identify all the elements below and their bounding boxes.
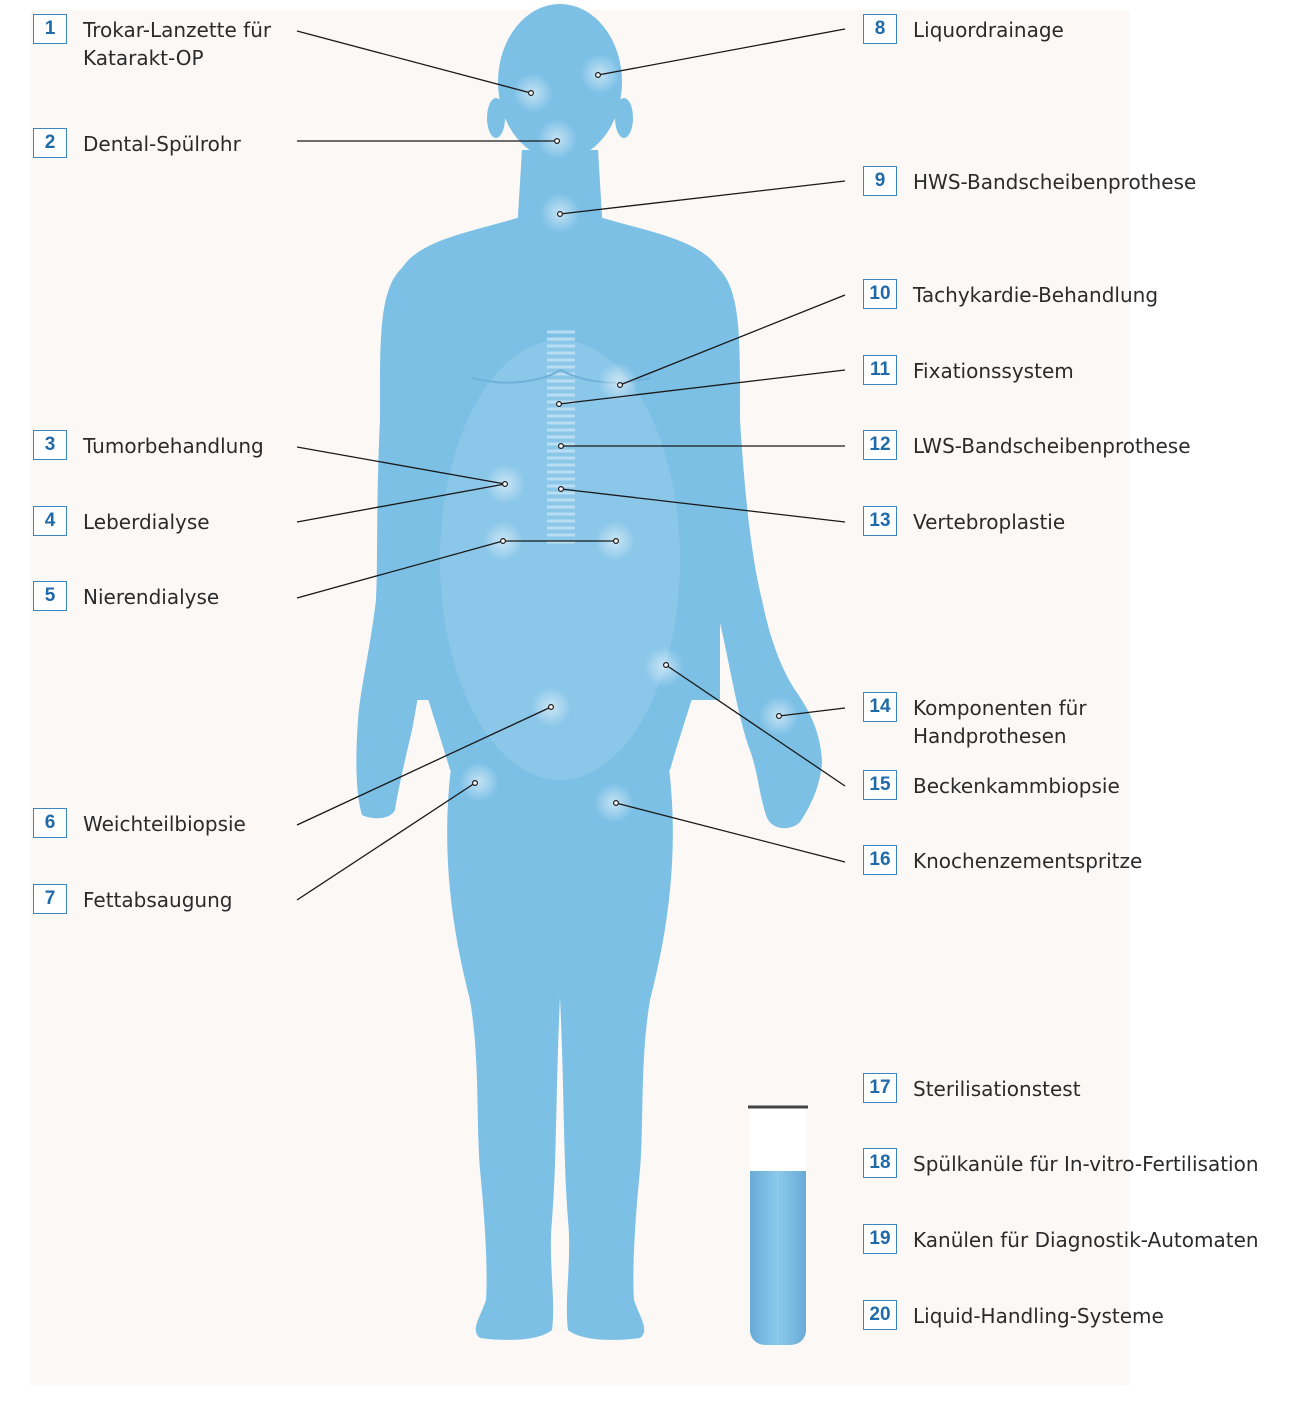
marker-dot [664, 663, 669, 668]
callout-4: 4 Leberdialyse [33, 506, 210, 536]
callout-label: Knochenzementspritze [913, 847, 1142, 875]
callout-label: Weichteilbiopsie [83, 810, 246, 838]
callout-20: 20 Liquid-Handling-Systeme [863, 1300, 1164, 1330]
callout-16: 16 Knochenzementspritze [863, 845, 1142, 875]
callout-number: 9 [863, 166, 897, 196]
leader-line [560, 181, 845, 214]
callout-number: 2 [33, 128, 67, 158]
marker-dot [614, 801, 619, 806]
callout-label: Fettabsaugung [83, 886, 232, 914]
marker-dot [559, 444, 564, 449]
callout-1: 1 Trokar-Lanzette für Katarakt-OP [33, 14, 271, 72]
callout-label: Trokar-Lanzette für Katarakt-OP [83, 16, 271, 72]
callout-number: 17 [863, 1073, 897, 1103]
callout-number: 8 [863, 14, 897, 44]
callout-number: 1 [33, 14, 67, 44]
leader-line [598, 29, 845, 75]
callout-10: 10 Tachykardie-Behandlung [863, 279, 1158, 309]
callout-11: 11 Fixationssystem [863, 355, 1074, 385]
callout-12: 12 LWS-Bandscheibenprothese [863, 430, 1191, 460]
callout-number: 16 [863, 845, 897, 875]
callout-label: Beckenkammbiopsie [913, 772, 1120, 800]
callout-label: LWS-Bandscheibenprothese [913, 432, 1191, 460]
callout-label: Tumorbehandlung [83, 432, 264, 460]
callout-14: 14 Komponenten für Handprothesen [863, 692, 1087, 750]
callout-7: 7 Fettabsaugung [33, 884, 232, 914]
callout-number: 18 [863, 1148, 897, 1178]
marker-dot [558, 212, 563, 217]
marker-dot [777, 714, 782, 719]
callout-label: Spülkanüle für In-vitro-Fertilisation [913, 1150, 1259, 1178]
callout-18: 18 Spülkanüle für In-vitro-Fertilisation [863, 1148, 1259, 1178]
callout-number: 3 [33, 430, 67, 460]
callout-number: 6 [33, 808, 67, 838]
marker-dot [614, 539, 619, 544]
marker-dot [555, 139, 560, 144]
callout-label: Tachykardie-Behandlung [913, 281, 1158, 309]
marker-dot [501, 539, 506, 544]
callout-number: 20 [863, 1300, 897, 1330]
callout-number: 12 [863, 430, 897, 460]
callout-number: 5 [33, 581, 67, 611]
callout-label: Vertebroplastie [913, 508, 1065, 536]
marker-dot [473, 781, 478, 786]
callout-label: Fixationssystem [913, 357, 1074, 385]
callout-label: Liquordrainage [913, 16, 1064, 44]
callout-19: 19 Kanülen für Diagnostik-Automaten [863, 1224, 1259, 1254]
callout-label: Liquid-Handling-Systeme [913, 1302, 1164, 1330]
callout-5: 5 Nierendialyse [33, 581, 219, 611]
callout-label: Komponenten für Handprothesen [913, 694, 1087, 750]
marker-dot [529, 91, 534, 96]
callout-number: 19 [863, 1224, 897, 1254]
callout-number: 11 [863, 355, 897, 385]
callout-17: 17 Sterilisationstest [863, 1073, 1081, 1103]
callout-number: 14 [863, 692, 897, 722]
callout-3: 3 Tumorbehandlung [33, 430, 264, 460]
marker-dot [503, 482, 508, 487]
callout-8: 8 Liquordrainage [863, 14, 1064, 44]
callout-13: 13 Vertebroplastie [863, 506, 1065, 536]
callout-number: 13 [863, 506, 897, 536]
marker-dot [559, 487, 564, 492]
callout-label: HWS-Bandscheibenprothese [913, 168, 1196, 196]
marker-glow [598, 362, 638, 402]
test-tube-graphic [748, 1107, 808, 1345]
callout-label: Nierendialyse [83, 583, 219, 611]
callout-number: 4 [33, 506, 67, 536]
callout-label: Kanülen für Diagnostik-Automaten [913, 1226, 1259, 1254]
marker-dot [557, 402, 562, 407]
callout-number: 7 [33, 884, 67, 914]
callout-label: Leberdialyse [83, 508, 210, 536]
callout-label: Dental-Spülrohr [83, 130, 241, 158]
callout-number: 10 [863, 279, 897, 309]
marker-glow [459, 762, 499, 802]
callout-number: 15 [863, 770, 897, 800]
callout-2: 2 Dental-Spülrohr [33, 128, 241, 158]
leader-line [297, 31, 531, 93]
callout-15: 15 Beckenkammbiopsie [863, 770, 1120, 800]
marker-dot [549, 705, 554, 710]
marker-dot [596, 73, 601, 78]
callout-6: 6 Weichteilbiopsie [33, 808, 246, 838]
callout-9: 9 HWS-Bandscheibenprothese [863, 166, 1196, 196]
callout-label: Sterilisationstest [913, 1075, 1081, 1103]
marker-dot [618, 383, 623, 388]
